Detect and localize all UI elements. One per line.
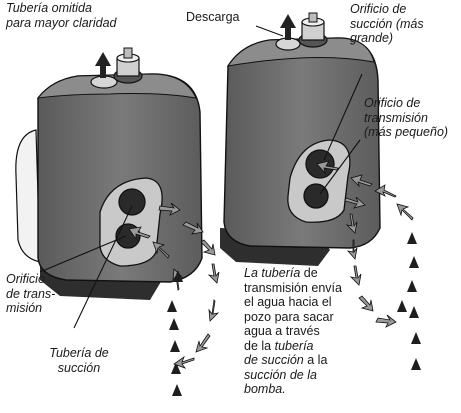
left-pump-top xyxy=(36,73,197,99)
upward-flow-arrow-icon xyxy=(173,270,183,292)
right-drive-flow xyxy=(344,196,397,328)
description-line-6: de la tubería xyxy=(244,338,314,353)
leader-lines xyxy=(39,25,363,329)
dashed-flow-arrow-icon xyxy=(173,355,195,369)
left-well-flow xyxy=(167,270,183,406)
drive-port-left-line-3: misión xyxy=(6,301,43,315)
right-well-flow xyxy=(397,232,421,380)
upward-flow-arrow-icon xyxy=(172,384,182,406)
leader-discharge xyxy=(255,25,284,37)
left-suction-port xyxy=(118,188,146,216)
dashed-flow-arrow-icon xyxy=(358,295,374,312)
dashed-flow-arrow-icon xyxy=(349,265,362,286)
dashed-flow-arrow-icon xyxy=(375,314,397,328)
leader-drive-port xyxy=(319,139,361,195)
dashed-flow-arrow-icon xyxy=(182,221,204,235)
upward-flow-arrow-icon xyxy=(409,256,419,278)
description-line-7: de succión a la xyxy=(244,353,328,367)
suction-pipe-line-2: succión xyxy=(57,360,101,375)
description-line-9: bomba. xyxy=(244,382,286,396)
drive-port-left-line-1: Orificio xyxy=(6,272,45,286)
right-pump xyxy=(220,12,381,266)
piping-omitted-label: Tubería omitida para mayor claridad xyxy=(6,1,116,30)
drive-port-label: Orificio de transmisión (más pequeño) xyxy=(364,96,448,140)
dashed-flow-arrow-icon xyxy=(195,333,211,353)
left-loop-flow xyxy=(173,299,220,369)
drive-port-left-label: Orificio de trans- misión xyxy=(6,272,55,316)
suction-port-line-1: Orificio de xyxy=(350,2,407,16)
suction-pipe-label: Tubería de succión xyxy=(34,346,124,375)
upward-flow-arrow-icon xyxy=(152,241,170,259)
upward-flow-arrow-icon xyxy=(411,332,421,354)
left-pump-side-cap xyxy=(15,129,41,263)
leader-suction-pipe xyxy=(73,205,133,329)
right-nut-stem xyxy=(308,12,318,23)
leader-drive-port-left xyxy=(39,235,127,273)
dashed-flow-arrow-icon xyxy=(208,299,220,322)
discharge-arrow-icon xyxy=(280,14,296,40)
description-line-1: La tubería de xyxy=(244,266,318,280)
upward-flow-arrow-icon xyxy=(396,203,414,221)
right-suction-flow xyxy=(316,160,414,221)
upward-flow-arrow-icon xyxy=(407,280,417,302)
upward-flow-arrow-icon xyxy=(316,160,339,175)
upward-flow-arrow-icon xyxy=(409,306,419,328)
upward-flow-arrow-icon xyxy=(411,358,421,380)
suction-pipe-line-1: Tubería de xyxy=(49,346,109,360)
discharge-arrow-icon xyxy=(95,52,111,78)
description-line-2: transmisión envía xyxy=(244,280,342,295)
suction-port-label: Orificio de succión (más grande) xyxy=(350,2,424,46)
description-text: La tubería de transmisión envía el agua … xyxy=(244,266,342,397)
upward-flow-arrow-icon xyxy=(169,318,179,340)
drive-port-line-3: (más pequeño) xyxy=(364,125,449,139)
drive-port-line-1: Orificio de xyxy=(364,96,421,110)
dashed-flow-arrow-icon xyxy=(346,239,358,260)
suction-port-line-2: succión (más xyxy=(350,16,424,31)
drive-port-left-line-2: de trans- xyxy=(6,286,56,301)
upward-flow-arrow-icon xyxy=(397,300,407,322)
upward-flow-arrow-icon xyxy=(171,362,181,384)
left-port-plate xyxy=(99,177,163,267)
description-line-4: pozo para sacar xyxy=(244,309,334,324)
right-port-plate xyxy=(287,139,351,223)
description-line-3: el agua hacia el xyxy=(244,295,332,309)
left-pump xyxy=(15,47,203,300)
dashed-flow-arrow-icon xyxy=(344,196,366,209)
upward-flow-arrow-icon xyxy=(374,184,397,198)
discharge-label: Descarga xyxy=(186,10,240,24)
piping-omitted-line-2: para mayor claridad xyxy=(6,15,117,30)
left-nut-stem xyxy=(123,47,133,59)
left-drive-flow xyxy=(158,202,220,284)
description-line-8: succión de la xyxy=(244,367,317,382)
upward-flow-arrow-icon xyxy=(350,174,373,188)
dashed-flow-arrow-icon xyxy=(200,239,216,256)
upward-flow-arrow-icon xyxy=(128,226,151,241)
leader-suction-port xyxy=(323,73,363,161)
right-pump-top xyxy=(226,37,375,67)
dashed-flow-arrow-icon xyxy=(345,213,358,234)
suction-port-line-3: grande) xyxy=(350,31,394,45)
piping-omitted-line-1: Tubería omitida xyxy=(6,1,92,15)
description-line-5: agua a través xyxy=(244,324,320,338)
right-drive-port xyxy=(303,183,329,209)
dashed-flow-arrow-icon xyxy=(207,263,220,284)
upward-flow-arrow-icon xyxy=(407,232,417,254)
drive-port-line-2: transmisión xyxy=(364,110,428,125)
upward-flow-arrow-icon xyxy=(170,340,180,362)
upward-flow-arrow-icon xyxy=(167,300,177,322)
dashed-flow-arrow-icon xyxy=(158,202,181,216)
